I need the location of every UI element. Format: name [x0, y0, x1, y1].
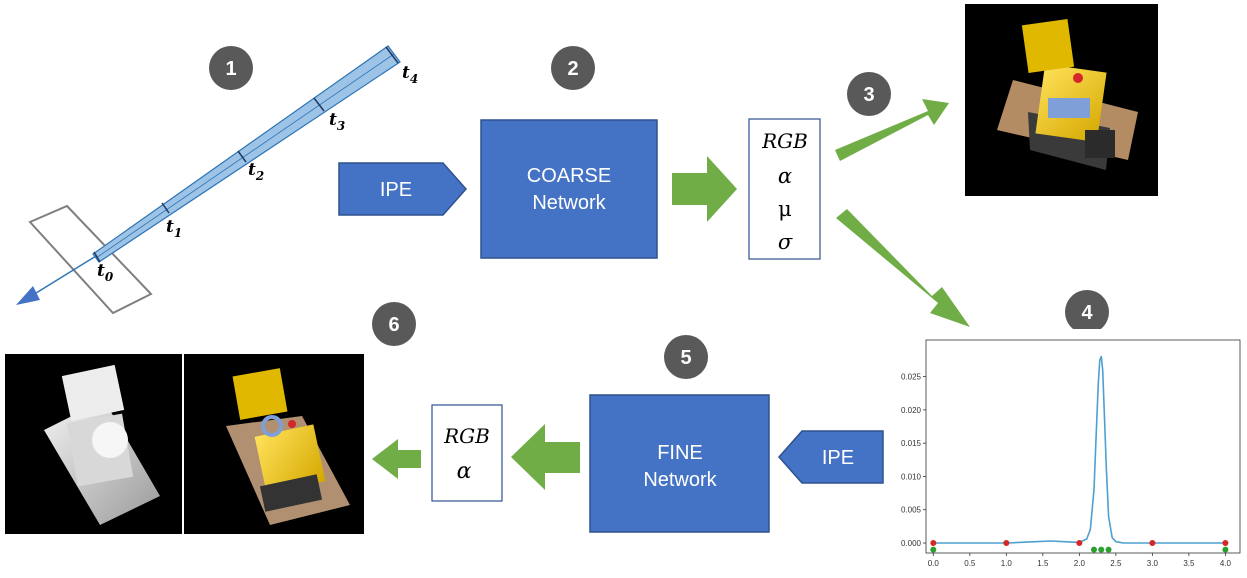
svg-text:Network: Network [643, 469, 717, 491]
x-tick-label: 2.0 [1074, 559, 1086, 568]
svg-text:μ: μ [778, 197, 792, 221]
x-tick-label: 1.0 [1001, 559, 1013, 568]
fine-output-box: RGB α [431, 404, 503, 502]
svg-text:RGB: RGB [761, 129, 808, 153]
cone-mark-t0 [93, 251, 101, 263]
step-badge-4: 4 [1065, 290, 1109, 334]
x-tick-label: 0.0 [928, 559, 940, 568]
x-tick-label: 3.5 [1183, 559, 1195, 568]
t4-label: t4 [402, 63, 418, 86]
svg-text:6: 6 [388, 314, 399, 336]
x-tick-label: 2.5 [1110, 559, 1122, 568]
y-tick-label: 0.015 [901, 439, 922, 448]
t3-label: t3 [329, 110, 345, 133]
cone-illustration: t0 t1 t2 t3 t4 [16, 45, 418, 315]
cone-mark-t2 [237, 150, 247, 163]
ray-line [27, 255, 97, 299]
coarse-output-box: RGB α μ σ [748, 118, 821, 260]
svg-text:IPE: IPE [380, 179, 412, 201]
svg-text:1: 1 [225, 58, 236, 80]
coarse-sample-point [930, 540, 937, 547]
svg-text:IPE: IPE [822, 447, 854, 469]
y-tick-label: 0.020 [901, 406, 922, 415]
svg-text:Network: Network [532, 192, 606, 214]
fine-sample-point [1105, 546, 1112, 553]
x-tick-label: 0.5 [964, 559, 976, 568]
rendered-image-top [965, 4, 1158, 196]
coarse-sample-point [1149, 540, 1156, 547]
step-badge-3: 3 [847, 72, 891, 116]
chart-plot-area [925, 339, 1241, 554]
svg-text:α: α [457, 459, 472, 484]
cone-mark-t4 [385, 46, 399, 64]
t2-label: t2 [248, 160, 264, 183]
coarse-sample-point [1076, 540, 1083, 547]
coarse-network-box: COARSE Network [480, 119, 658, 259]
chart-background [890, 329, 1247, 578]
fine-network-box: FINE Network [589, 394, 770, 533]
pdf-chart: 0.0 0.5 1.0 1.5 2.0 2.5 3.0 3.5 4.0 0.000 0.005 0.0… [890, 329, 1247, 578]
y-tick-label: 0.010 [901, 472, 922, 481]
arrow-output-to-images [372, 439, 421, 479]
rendered-image-bottom [184, 354, 364, 534]
arrow-coarse-to-output [672, 156, 737, 222]
y-tick-label: 0.025 [901, 373, 922, 382]
depth-map-image [5, 354, 182, 534]
pdf-curve-line [933, 355, 1226, 544]
t0-label: t0 [97, 261, 114, 284]
cone-mark-t3 [313, 97, 325, 112]
step-badge-1: 1 [209, 46, 253, 90]
image-plane [28, 204, 153, 315]
svg-text:α: α [778, 164, 792, 188]
fine-sample-point [1098, 546, 1105, 553]
cone-frustum [92, 45, 401, 263]
x-tick-label: 3.0 [1147, 559, 1159, 568]
fine-sample-point [1222, 546, 1229, 553]
y-tick-label: 0.000 [901, 539, 922, 548]
fine-sample-point [930, 546, 937, 553]
chart-axes: 0.0 0.5 1.0 1.5 2.0 2.5 3.0 3.5 4.0 0.000 0.005 0.0… [901, 373, 1232, 568]
svg-text:COARSE: COARSE [527, 165, 611, 187]
ipe-shape-bottom: IPE [777, 430, 884, 484]
x-tick-label: 1.5 [1037, 559, 1049, 568]
chart-points-group [930, 540, 1229, 553]
step-badge-6: 6 [372, 302, 416, 346]
svg-text:4: 4 [1081, 302, 1093, 324]
step-badge-2: 2 [551, 46, 595, 90]
coarse-sample-point [1003, 540, 1010, 547]
ipe-shape-top: IPE [338, 162, 468, 216]
step-badge-5: 5 [664, 335, 708, 379]
cone-mark-t1 [161, 202, 170, 214]
ray-arrowhead [16, 286, 40, 305]
svg-text:FINE: FINE [657, 442, 703, 464]
coarse-sample-point [1222, 540, 1229, 547]
svg-text:RGB: RGB [443, 424, 490, 448]
fine-sample-point [1090, 546, 1097, 553]
t1-label: t1 [166, 217, 182, 240]
arrow-fine-to-output [511, 424, 580, 490]
arrow-to-pdf [836, 209, 970, 327]
svg-text:5: 5 [680, 347, 691, 369]
y-tick-label: 0.005 [901, 506, 922, 515]
x-tick-label: 4.0 [1220, 559, 1232, 568]
arrow-to-render [835, 99, 949, 161]
cone-axis [95, 53, 395, 259]
svg-text:σ: σ [778, 230, 793, 254]
chart-series-group [933, 355, 1226, 544]
svg-text:3: 3 [863, 84, 874, 106]
svg-text:2: 2 [567, 58, 578, 80]
